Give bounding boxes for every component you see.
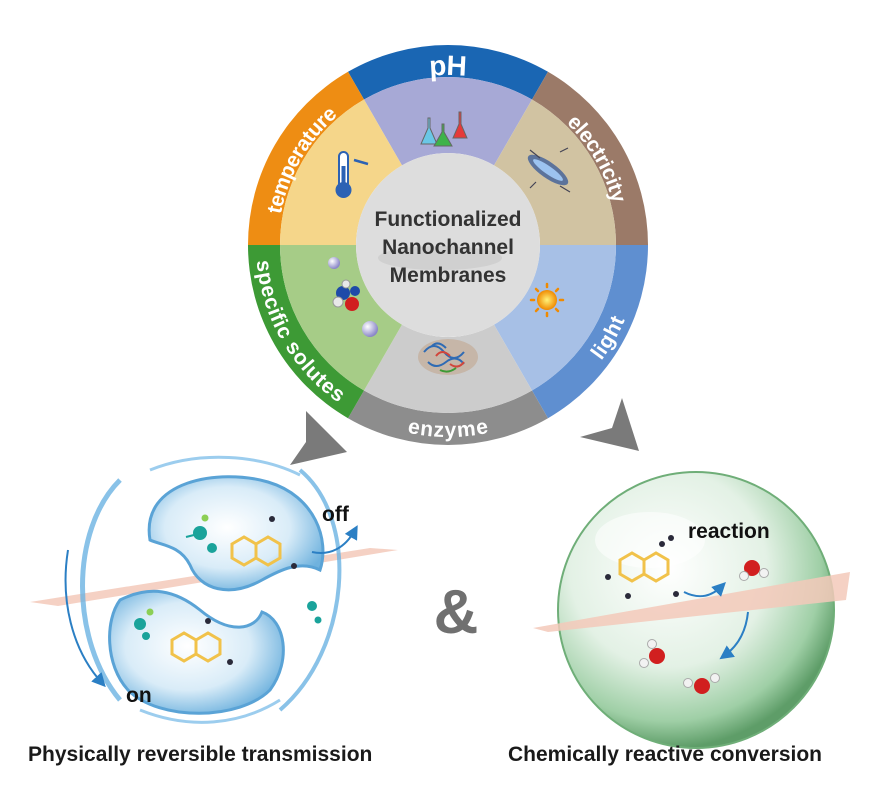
ring-segment-electricity — [532, 71, 648, 245]
membrane-plane-right — [533, 572, 850, 632]
off-arrow — [311, 525, 358, 554]
center-title-line1: Functionalized — [375, 208, 522, 231]
water-splash-top — [149, 455, 301, 477]
center-title-line2: Nanochannel — [382, 236, 514, 259]
ring-segment-light — [532, 245, 648, 419]
left-arrowhead — [290, 411, 347, 465]
reaction-arrow-1 — [683, 582, 726, 598]
right-arrowhead — [580, 398, 639, 451]
ring-segment-specific-solutes — [248, 245, 364, 419]
off-label: off — [322, 503, 350, 526]
ring-segment-temperature — [248, 71, 364, 245]
teal-molecule-right — [307, 601, 322, 624]
center-disk — [356, 153, 540, 337]
on-label: on — [126, 684, 152, 707]
flasks-icon — [420, 111, 468, 147]
inner-sector-light — [494, 245, 616, 391]
reaction-label: reaction — [688, 520, 770, 543]
water-splash-right — [278, 468, 342, 712]
water-molecule-1 — [739, 560, 769, 581]
ampersand: & — [434, 578, 479, 647]
aromatic-molecule-sphere — [618, 551, 670, 583]
inner-sector-specific-solutes — [280, 245, 402, 391]
teal-molecule-bottom — [134, 608, 154, 640]
right-caption: Chemically reactive conversion — [508, 743, 822, 766]
reactive-conversion-illustration: reaction — [533, 471, 850, 749]
reversible-transmission-illustration: off on — [30, 455, 398, 724]
aromatic-molecule-bottom — [170, 631, 222, 663]
aromatic-molecule-top — [230, 535, 282, 567]
reaction-arrow-2 — [719, 611, 749, 660]
sun-icon — [529, 282, 565, 318]
water-molecule-2 — [639, 639, 665, 668]
ring-segment-enzyme — [348, 390, 548, 445]
teal-molecule-top — [185, 514, 217, 553]
inner-sector-pH — [364, 76, 532, 166]
thermometer-icon — [335, 151, 369, 198]
molecules-icon — [328, 257, 378, 337]
center-watermark — [378, 246, 502, 270]
on-arrow — [64, 549, 106, 688]
enzyme-protein-icon — [418, 339, 478, 375]
water-molecule-3 — [683, 673, 720, 694]
water-splash-bottom — [139, 698, 281, 724]
sphere-highlight — [595, 512, 705, 568]
electric-field-icon — [527, 147, 571, 193]
water-lobe-top — [147, 475, 325, 592]
center-title-line3: Membranes — [390, 264, 507, 287]
left-caption: Physically reversible transmission — [28, 743, 373, 766]
ring-label-pH: pH — [428, 50, 467, 82]
ring-segment-pH — [348, 45, 548, 100]
